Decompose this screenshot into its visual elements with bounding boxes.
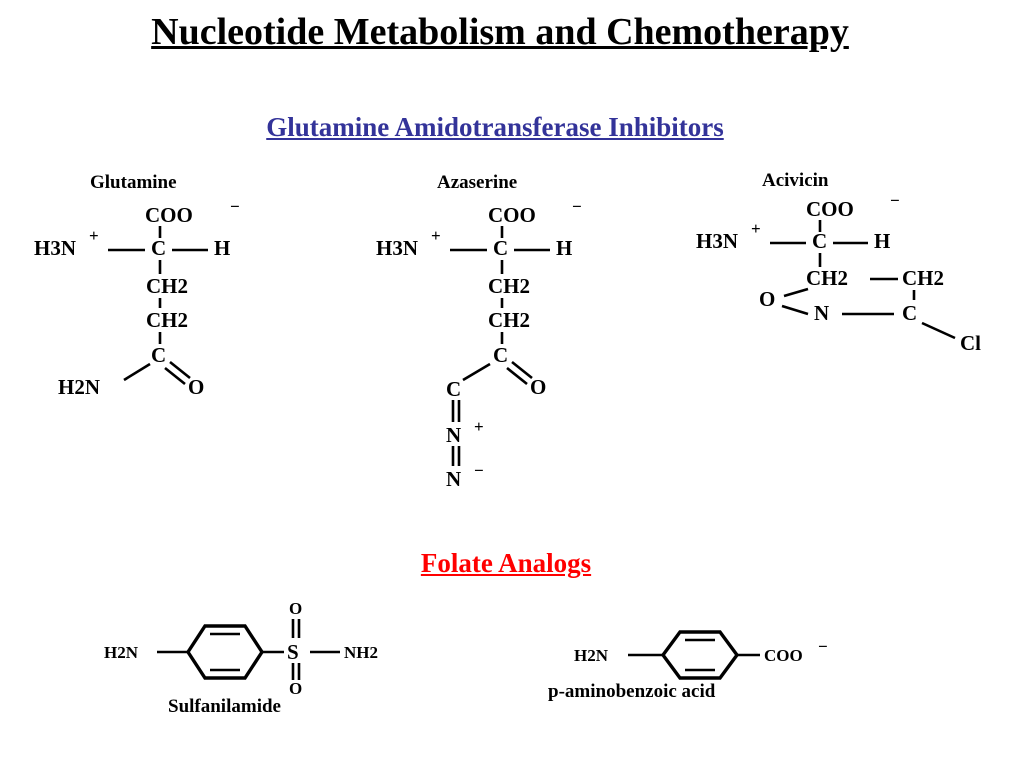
glutamine-name: Glutamine bbox=[90, 172, 177, 193]
acivicin-alpha-c: C bbox=[812, 229, 827, 253]
sulfanilamide-name: Sulfanilamide bbox=[168, 696, 281, 717]
glutamine-plus: + bbox=[89, 226, 99, 245]
acivicin-plus: + bbox=[751, 219, 761, 238]
paba-amine: H2N bbox=[574, 646, 609, 665]
azaserine-n2-charge: − bbox=[474, 461, 484, 480]
acivicin-ch2-a: CH2 bbox=[806, 266, 848, 290]
glutamine-oxygen: O bbox=[188, 375, 204, 399]
azaserine-ch2-a: CH2 bbox=[488, 274, 530, 298]
acivicin-amine: H3N bbox=[696, 229, 738, 253]
paba-minus: − bbox=[818, 637, 828, 656]
paba-name: p-aminobenzoic acid bbox=[548, 681, 716, 702]
azaserine-n2: N bbox=[446, 467, 461, 491]
sulfanilamide-o-top: O bbox=[289, 599, 302, 618]
azaserine-n1: N bbox=[446, 423, 461, 447]
glutamine-minus: − bbox=[230, 197, 240, 216]
azaserine-minus: − bbox=[572, 197, 582, 216]
acivicin-h: H bbox=[874, 229, 890, 253]
acivicin-ring-o: O bbox=[759, 287, 775, 311]
glutamine-h: H bbox=[214, 236, 230, 260]
azaserine-amine: H3N bbox=[376, 236, 418, 260]
glutamine-alpha-c: C bbox=[151, 236, 166, 260]
sulfanilamide-nh2: NH2 bbox=[344, 643, 378, 662]
acivicin-ring-c: C bbox=[902, 301, 917, 325]
paba-carboxylate: COO bbox=[764, 646, 803, 665]
acivicin-name: Acivicin bbox=[762, 170, 829, 191]
acivicin-minus: − bbox=[890, 191, 900, 210]
section-heading-inhibitors: Glutamine Amidotransferase Inhibitors bbox=[266, 112, 724, 142]
glutamine-ch2-a: CH2 bbox=[146, 274, 188, 298]
azaserine-oxygen: O bbox=[530, 375, 546, 399]
azaserine-n1-charge: + bbox=[474, 417, 484, 436]
glutamine-ch2-b: CH2 bbox=[146, 308, 188, 332]
acivicin-ring-n: N bbox=[814, 301, 829, 325]
sulfanilamide-s: S bbox=[287, 640, 299, 664]
azaserine-h: H bbox=[556, 236, 572, 260]
glutamine-amide-n: H2N bbox=[58, 375, 100, 399]
section-heading-folate: Folate Analogs bbox=[420, 548, 592, 578]
acivicin-carboxylate: COO bbox=[806, 197, 854, 221]
glutamine-carbonyl-c: C bbox=[151, 343, 166, 367]
sulfanilamide-o-bottom: O bbox=[289, 679, 302, 698]
azaserine-plus: + bbox=[431, 226, 441, 245]
azaserine-diazo-c: C bbox=[446, 377, 461, 401]
azaserine-ch2-b: CH2 bbox=[488, 308, 530, 332]
glutamine-amine: H3N bbox=[34, 236, 76, 260]
azaserine-name: Azaserine bbox=[437, 172, 517, 193]
glutamine-carboxylate: COO bbox=[145, 203, 193, 227]
acivicin-ch2-b: CH2 bbox=[902, 266, 944, 290]
slide-title: Nucleotide Metabolism and Chemotherapy bbox=[151, 11, 849, 53]
azaserine-carboxylate: COO bbox=[488, 203, 536, 227]
azaserine-alpha-c: C bbox=[493, 236, 508, 260]
acivicin-cl: Cl bbox=[960, 331, 981, 355]
sulfanilamide-amine: H2N bbox=[104, 643, 139, 662]
azaserine-carbonyl-c: C bbox=[493, 343, 508, 367]
